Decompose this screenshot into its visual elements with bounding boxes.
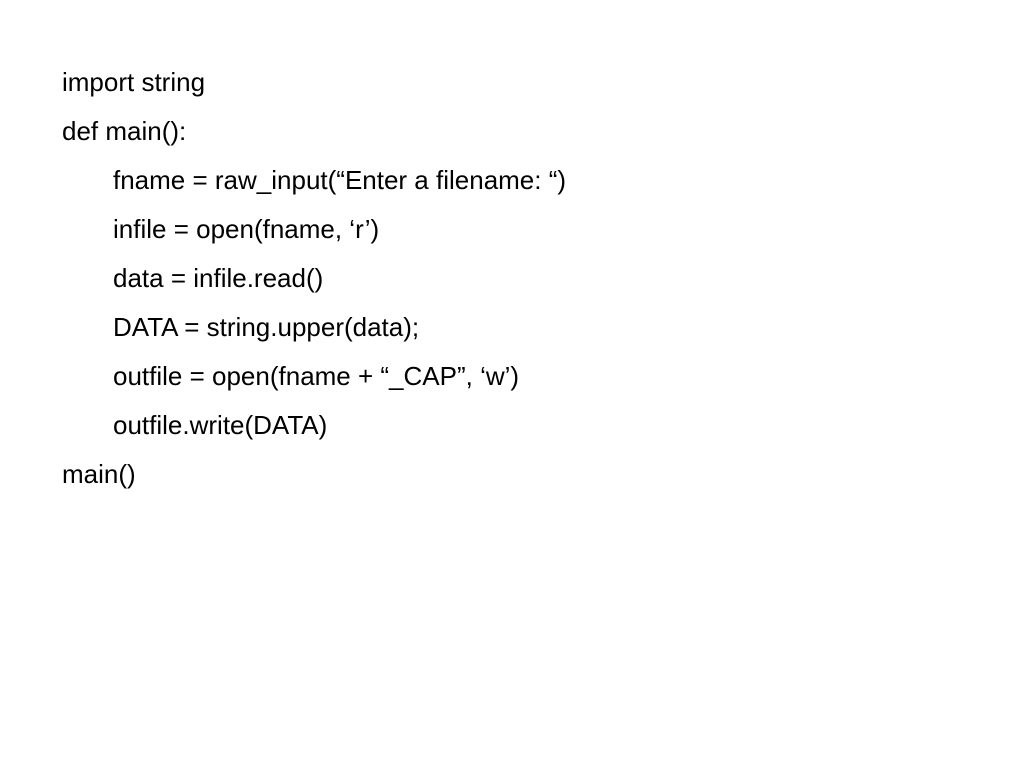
code-line-write: outfile.write(DATA) bbox=[113, 410, 328, 440]
code-listing: import string def main(): fname = raw_in… bbox=[62, 60, 566, 501]
code-line-def-main: def main(): bbox=[62, 116, 187, 146]
code-line-fname: fname = raw_input(“Enter a filename: “) bbox=[113, 165, 567, 195]
code-line-main-call: main() bbox=[62, 459, 136, 489]
code-line-infile: infile = open(fname, ‘r’) bbox=[113, 214, 380, 244]
code-line-upper: DATA = string.upper(data); bbox=[113, 312, 420, 342]
code-line-outfile: outfile = open(fname + “_CAP”, ‘w’) bbox=[113, 361, 520, 391]
code-line-import: import string bbox=[62, 67, 206, 97]
code-line-data: data = infile.read() bbox=[113, 263, 324, 293]
